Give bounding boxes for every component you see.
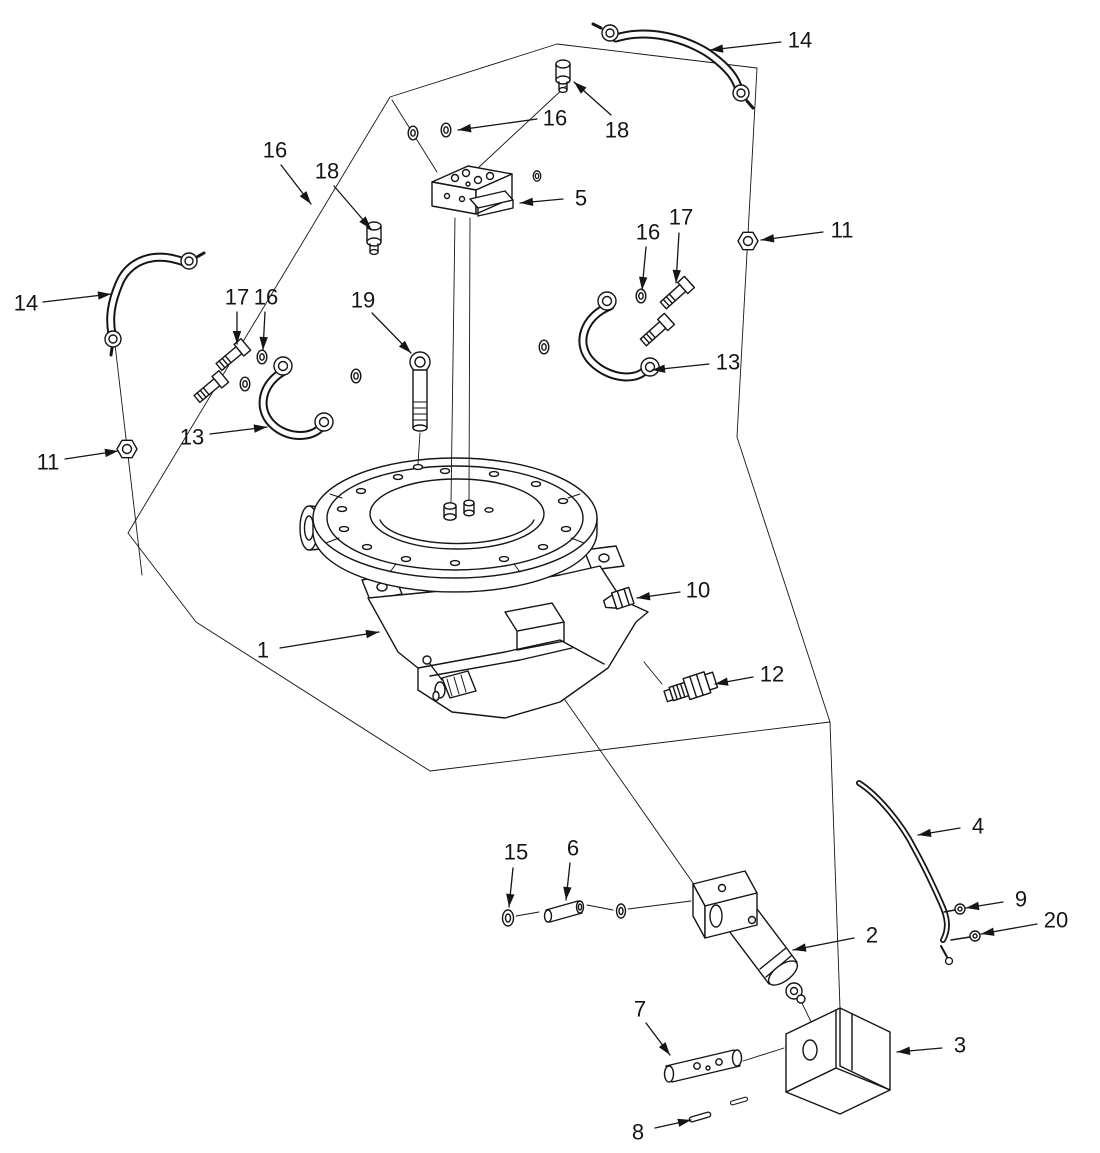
callout-label-18: 18 bbox=[605, 118, 629, 143]
part-14-hose-top-right bbox=[591, 22, 755, 110]
callout-arrow-16 bbox=[299, 191, 311, 204]
callout-label-14: 14 bbox=[788, 28, 812, 53]
part-14-hose-left bbox=[104, 251, 206, 357]
callout-arrow-12 bbox=[715, 677, 729, 686]
callout-arrow-20 bbox=[981, 927, 995, 936]
part-6-pin bbox=[543, 900, 585, 923]
part-slewing-ring bbox=[299, 457, 598, 593]
callout-arrow-7 bbox=[658, 1042, 670, 1055]
part-19-bolt bbox=[409, 351, 431, 465]
callout-label-11: 11 bbox=[831, 218, 854, 243]
part-20-fitting bbox=[950, 930, 981, 942]
callout-arrow-17 bbox=[672, 269, 681, 283]
part-9-fitting bbox=[943, 903, 966, 915]
callout-label-8: 8 bbox=[632, 1120, 644, 1145]
callout-label-10: 10 bbox=[686, 578, 710, 603]
callout-label-16: 16 bbox=[263, 138, 287, 163]
callout-arrow-14 bbox=[97, 291, 111, 300]
oring-near-block bbox=[532, 170, 542, 182]
callout-arrow-5 bbox=[520, 197, 534, 206]
callout-arrow-14 bbox=[710, 44, 724, 53]
callout-arrow-10 bbox=[637, 592, 651, 601]
part-18-fitting-top bbox=[555, 59, 571, 94]
part-4-lever-rod bbox=[856, 780, 954, 966]
callout-label-7: 7 bbox=[634, 997, 646, 1022]
callout-label-17: 17 bbox=[225, 285, 249, 310]
part-3-clevis-bracket bbox=[785, 1007, 891, 1115]
part-16-seal-washers-top bbox=[407, 122, 542, 182]
callout-arrow-11 bbox=[104, 448, 118, 458]
callout-arrow-16 bbox=[259, 336, 268, 350]
phantom-plane-outlines bbox=[113, 43, 841, 1009]
valve-block-axis-lines bbox=[450, 217, 471, 503]
callout-arrow-18 bbox=[359, 216, 371, 229]
callout-label-6: 6 bbox=[567, 836, 579, 861]
callout-arrow-11 bbox=[761, 234, 775, 243]
callout-label-2: 2 bbox=[866, 923, 878, 948]
callout-label-17: 17 bbox=[669, 205, 693, 230]
part-10-plug bbox=[602, 586, 635, 610]
part-11-nut-right bbox=[737, 231, 759, 251]
callout-label-13: 13 bbox=[716, 350, 740, 375]
callout-arrow-16 bbox=[639, 276, 648, 290]
callout-label-16: 16 bbox=[543, 106, 567, 131]
callout-arrow-18 bbox=[574, 82, 587, 94]
callout-arrow-15 bbox=[506, 893, 515, 907]
callout-label-16: 16 bbox=[636, 220, 660, 245]
callout-arrow-17 bbox=[232, 331, 242, 344]
callout-arrow-6 bbox=[563, 886, 572, 900]
callout-label-13: 13 bbox=[180, 425, 204, 450]
callout-arrow-16 bbox=[458, 124, 472, 133]
callout-arrow-13 bbox=[652, 364, 666, 373]
callout-label-5: 5 bbox=[575, 186, 587, 211]
callout-arrow-4 bbox=[918, 828, 932, 838]
part-15-washer bbox=[501, 909, 515, 927]
part-8-roll-pins bbox=[688, 1096, 749, 1124]
callout-label-12: 12 bbox=[760, 662, 784, 687]
callout-arrow-19 bbox=[398, 340, 411, 353]
callout-label-14: 14 bbox=[14, 291, 38, 316]
callout-label-4: 4 bbox=[972, 814, 984, 839]
part-2-cylinder bbox=[692, 870, 806, 1004]
callout-arrow-9 bbox=[966, 901, 980, 911]
callout-arrow-3 bbox=[897, 1046, 911, 1056]
part-11-nut-left bbox=[116, 439, 138, 459]
callout-label-19: 19 bbox=[351, 288, 375, 313]
oring-near-cylinder bbox=[615, 903, 627, 919]
callout-label-11: 11 bbox=[37, 450, 60, 475]
callout-arrow-1 bbox=[365, 629, 379, 639]
callout-label-20: 20 bbox=[1044, 908, 1068, 933]
callout-leader-1 bbox=[279, 631, 380, 649]
part-13-hose-right bbox=[578, 291, 660, 382]
callout-label-18: 18 bbox=[315, 159, 339, 184]
callout-label-16: 16 bbox=[254, 285, 278, 310]
callout-label-9: 9 bbox=[1015, 887, 1027, 912]
callout-label-1: 1 bbox=[257, 638, 269, 663]
callout-label-15: 15 bbox=[504, 840, 528, 865]
callout-label-3: 3 bbox=[954, 1033, 966, 1058]
part-12-plug bbox=[663, 671, 719, 703]
callout-arrow-8 bbox=[677, 1118, 691, 1127]
part-5-valve-block bbox=[431, 165, 514, 217]
callout-leader-16 bbox=[457, 118, 538, 131]
callout-arrow-2 bbox=[793, 943, 807, 952]
callout-arrow-13 bbox=[253, 424, 267, 433]
part-7-pin-sleeve bbox=[663, 1049, 743, 1083]
part-13-hose-left bbox=[258, 356, 334, 440]
